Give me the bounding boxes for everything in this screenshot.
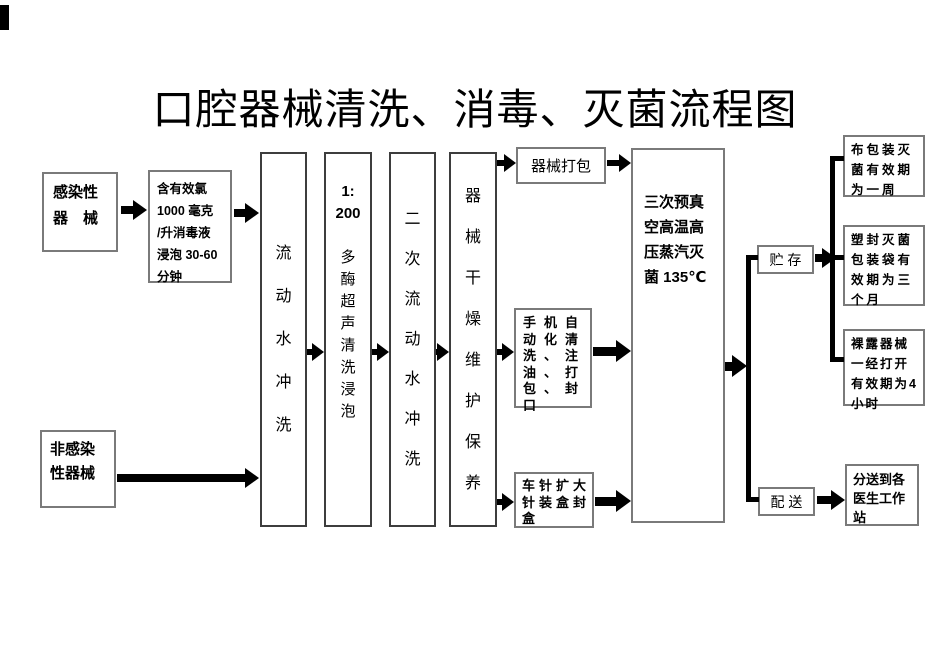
- arrow-rinse-to-enzyme: [307, 343, 324, 361]
- arrow-dry-to-handpiece: [497, 343, 514, 361]
- connector-to-plastic-pack: [830, 255, 844, 260]
- node-steam-sterilization: 三次预真 空高温高 压蒸汽灭 菌 135℃: [631, 148, 725, 523]
- node-label: 器械打包: [530, 158, 591, 175]
- node-chlorine-soak: 含有效氯 1000 毫克 /升消毒液 浸泡 30-60 分钟: [148, 170, 232, 284]
- arrow-burs-to-sterilizer: [595, 490, 631, 512]
- node-delivery: 配 送: [758, 487, 815, 516]
- arrow-dry-to-packing: [497, 154, 516, 172]
- arrow-sterilizer-to-branch: [725, 355, 747, 377]
- node-exposed-validity: 裸露器械 一经打开 有效期为4 小时: [843, 329, 925, 411]
- arrow-infectious-to-chlorine: [121, 200, 147, 220]
- node-cloth-pack-validity: 布包装灭 菌有效期 为一周: [843, 135, 925, 197]
- connector-to-cloth-pack: [830, 156, 844, 161]
- node-label: 器 械 干 燥 维 护 保 养: [464, 187, 481, 492]
- enzyme-ratio: 1: 200: [335, 183, 361, 222]
- node-non-infectious-instruments: 非感染 性器械: [40, 430, 116, 508]
- node-infectious-instruments: 感染性 器 械: [42, 172, 118, 252]
- page-title: 口腔器械清洗、消毒、灭菌流程图: [152, 88, 798, 134]
- node-label: 多 酶 超 声 清 洗 浸 泡: [340, 249, 356, 420]
- arrow-packing-to-sterilizer: [607, 154, 631, 172]
- node-handpiece-auto-clean: 手机自 动化清 洗、注 油、打 包、封 口: [514, 308, 592, 413]
- node-enzyme-ultrasonic-soak: 1: 200 多 酶 超 声 清 洗 浸 泡: [324, 152, 372, 527]
- connector-to-delivery: [746, 497, 759, 502]
- arrow-handpiece-to-sterilizer: [593, 340, 631, 362]
- connector-storage-delivery-vertical: [746, 255, 751, 502]
- node-second-rinse: 二 次 流 动 水 冲 洗: [389, 152, 436, 527]
- arrow-enzyme-to-second-rinse: [372, 343, 389, 361]
- node-storage: 贮 存: [757, 245, 814, 274]
- arrow-second-rinse-to-dry: [436, 343, 449, 361]
- node-dry-maintain: 器 械 干 燥 维 护 保 养: [449, 152, 497, 527]
- page-corner-mark: [0, 5, 9, 30]
- node-label: 二 次 流 动 水 冲 洗: [404, 210, 421, 468]
- node-instrument-packing: 器械打包: [516, 147, 606, 184]
- node-label: 流 动 水 冲 洗: [275, 245, 292, 434]
- arrow-delivery-to-workstation: [817, 490, 845, 510]
- node-plastic-pack-validity: 塑封灭菌 包装袋有 效期为三 个月: [843, 225, 925, 307]
- arrow-dry-to-burs: [497, 493, 514, 511]
- node-label: 贮 存: [769, 251, 802, 268]
- arrow-chlorine-to-rinse: [234, 203, 259, 223]
- arrow-noninfectious-to-rinse: [117, 468, 259, 488]
- node-flowing-water-rinse: 流 动 水 冲 洗: [260, 152, 307, 527]
- node-label: 配 送: [770, 493, 803, 510]
- node-burs-box-seal: 车针扩大 针装盒封 盒: [514, 472, 594, 528]
- connector-to-exposed: [830, 357, 844, 362]
- connector-to-storage: [746, 255, 758, 260]
- node-doctor-workstation: 分送到各 医生工作 站: [845, 464, 919, 526]
